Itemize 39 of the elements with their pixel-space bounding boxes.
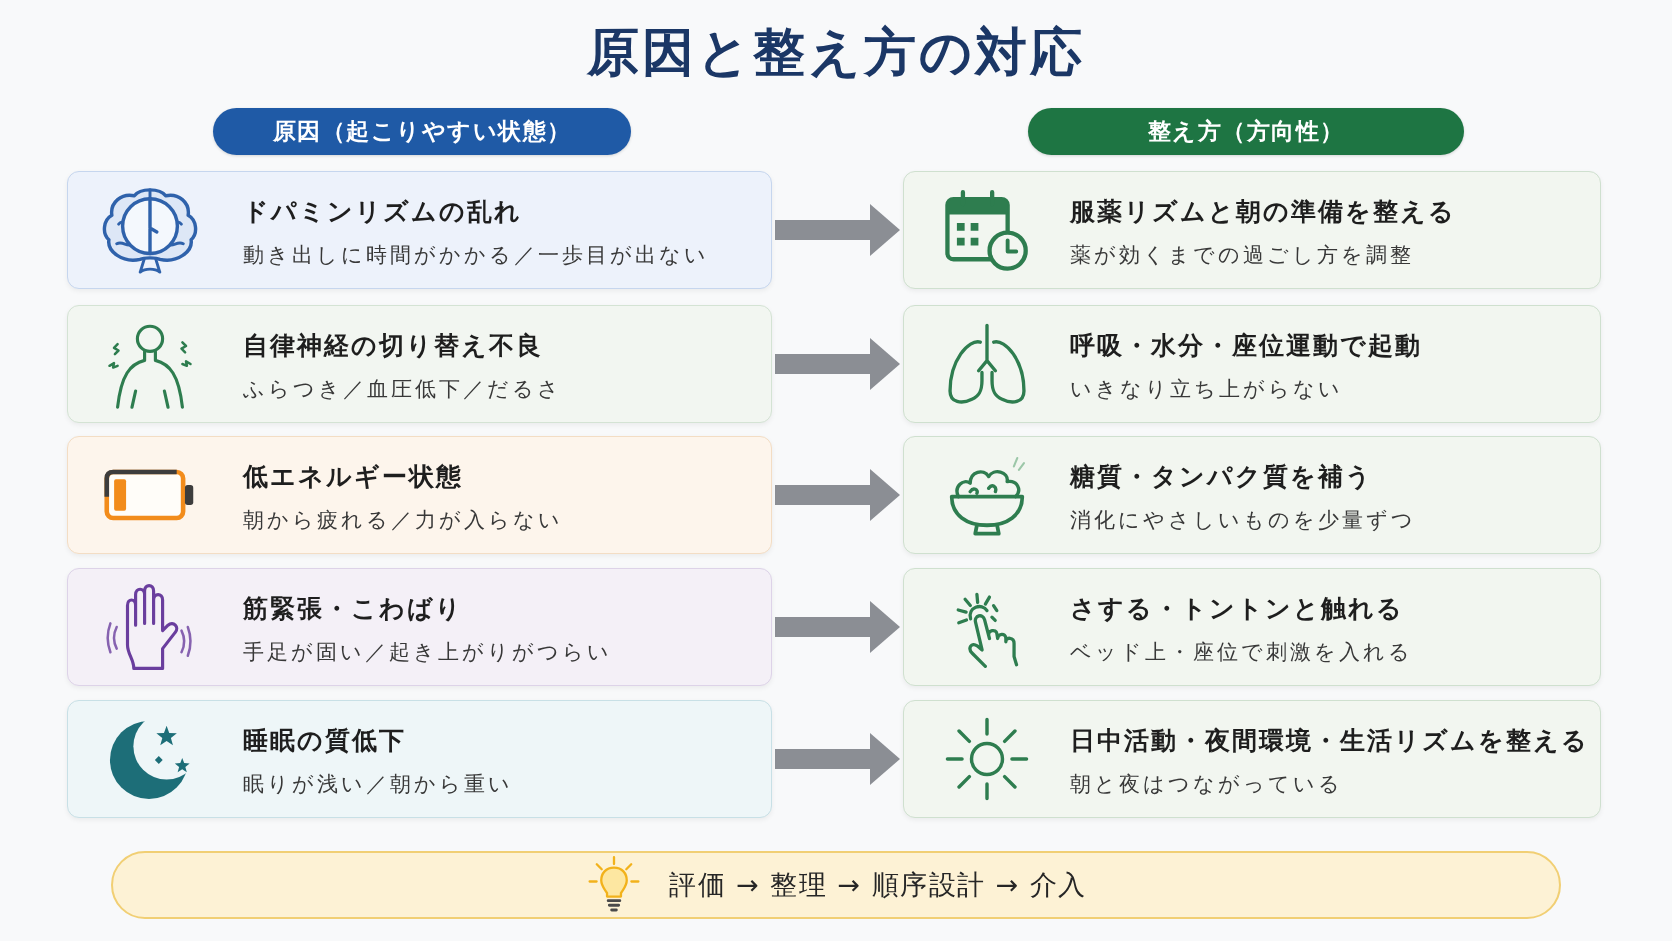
diagram-title: 原因と整え方の対応 xyxy=(587,21,1085,84)
arrow xyxy=(775,338,900,390)
section-header: 整え方（方向性） xyxy=(1028,108,1464,155)
cause-card xyxy=(67,700,772,818)
arrow xyxy=(775,204,900,256)
process-steps-text: 評価 → 整理 → 順序設計 → 介入 xyxy=(669,868,1087,902)
card-description: 眠りが浅い／朝から重い xyxy=(243,771,513,797)
solution-card xyxy=(903,568,1601,686)
cause-card xyxy=(67,568,772,686)
card-description: 朝と夜はつながっている xyxy=(1070,771,1343,797)
arrow xyxy=(775,601,900,653)
card-title: 服薬リズムと朝の準備を整える xyxy=(1070,197,1456,227)
card-description: いきなり立ち上がらない xyxy=(1070,376,1343,402)
card-title: 自律神経の切り替え不良 xyxy=(243,331,543,361)
card-title: 筋緊張・こわばり xyxy=(243,594,463,624)
card-description: ベッド上・座位で刺激を入れる xyxy=(1070,639,1413,665)
card-title: さする・トントンと触れる xyxy=(1070,594,1404,624)
section-header: 原因（起こりやすい状態） xyxy=(213,108,631,155)
card-description: 手足が固い／起き上がりがつらい xyxy=(243,639,612,665)
card-title: 日中活動・夜間環境・生活リズムを整える xyxy=(1070,726,1589,756)
card-title: 睡眠の質低下 xyxy=(243,726,406,756)
cause-card xyxy=(67,171,772,289)
card-description: 動き出しに時間がかかる／一歩目が出ない xyxy=(243,242,709,268)
cause-card xyxy=(67,305,772,423)
arrow xyxy=(775,733,900,785)
solution-card xyxy=(903,305,1601,423)
card-description: 薬が効くまでの過ごし方を調整 xyxy=(1070,242,1414,268)
cause-card xyxy=(67,436,772,554)
card-description: 朝から疲れる／力が入らない xyxy=(243,507,563,533)
card-description: 消化にやさしいものを少量ずつ xyxy=(1070,507,1416,533)
solution-card xyxy=(903,171,1601,289)
card-title: 糖質・タンパク質を補う xyxy=(1070,462,1373,492)
arrow xyxy=(775,469,900,521)
card-title: 呼吸・水分・座位運動で起動 xyxy=(1070,331,1422,361)
solution-card xyxy=(903,700,1601,818)
card-title: 低エネルギー状態 xyxy=(243,462,463,492)
solution-card xyxy=(903,436,1601,554)
card-description: ふらつき／血圧低下／だるさ xyxy=(243,376,562,402)
card-title: ドパミンリズムの乱れ xyxy=(243,197,522,227)
